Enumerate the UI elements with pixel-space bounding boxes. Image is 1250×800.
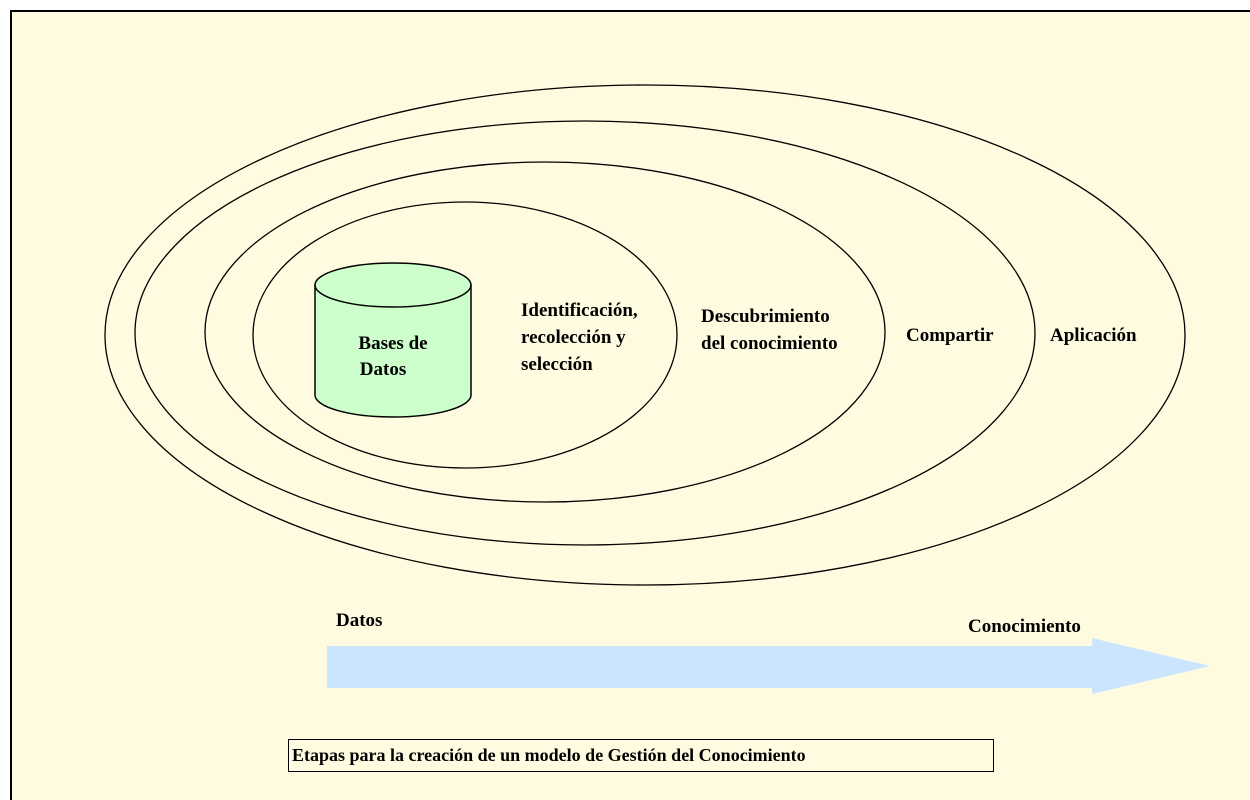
database-cylinder-icon (314, 262, 472, 418)
stage-identificacion-line3: selección (521, 354, 593, 375)
stage-compartir: Compartir (906, 325, 994, 346)
database-label-line2: Datos (360, 359, 406, 380)
database-top (314, 262, 472, 308)
diagram-caption: Etapas para la creación de un modelo de … (288, 739, 994, 772)
stage-identificacion-line1: Identificación, (521, 300, 638, 321)
ellipse-descubrimiento (204, 161, 886, 503)
database-body (314, 284, 472, 418)
arrow-end-label: Conocimiento (968, 616, 1081, 637)
ellipse-identificacion (252, 201, 678, 469)
stage-aplicacion: Aplicación (1050, 325, 1137, 346)
stage-descubrimiento-line1: Descubrimiento (701, 306, 830, 327)
stage-identificacion-line2: recolección y (521, 327, 626, 348)
stage-descubrimiento-line2: del conocimiento (701, 333, 838, 354)
ellipse-compartir (134, 120, 1036, 546)
datos-to-conocimiento-arrow (327, 638, 1210, 694)
arrow-start-label: Datos (336, 610, 382, 631)
ellipse-aplicacion (104, 84, 1186, 586)
database-label-line1: Bases de (358, 333, 427, 354)
